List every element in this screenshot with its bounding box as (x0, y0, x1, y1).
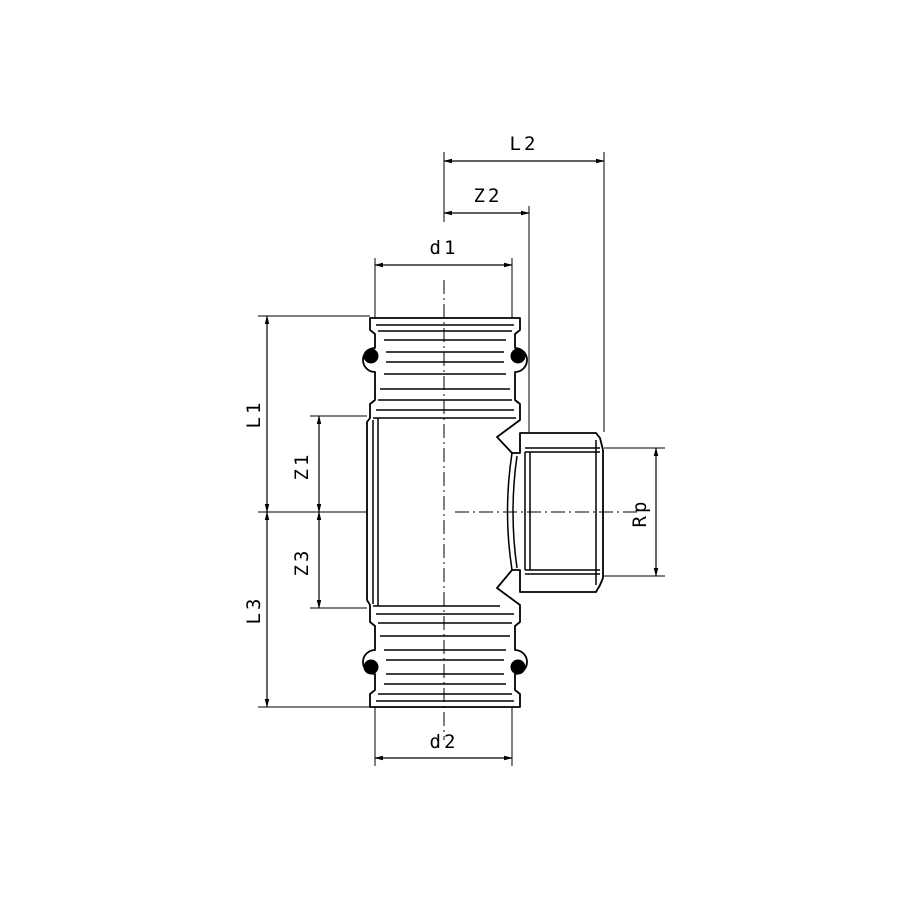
label-d1: d1 (430, 237, 459, 259)
o-ring-bottom-left (363, 659, 379, 675)
label-L2: L2 (510, 133, 539, 155)
label-L1: L1 (243, 400, 265, 429)
branch-socket (524, 440, 600, 585)
label-Z2: Z2 (474, 185, 503, 207)
label-Rp: Rp (629, 499, 651, 528)
dimension-labels: L2 Z2 d1 L1 Z1 Z3 L3 Rp d2 (243, 133, 651, 753)
center-lines (443, 280, 640, 740)
o-ring-top-left (363, 348, 379, 364)
top-socket-lines (373, 324, 516, 419)
label-Z3: Z3 (291, 548, 313, 577)
o-ring-top-right (510, 348, 526, 364)
label-L3: L3 (243, 596, 265, 625)
o-ring-bottom-right (510, 659, 526, 675)
inner-bore (372, 418, 518, 606)
label-d2: d2 (430, 731, 459, 753)
dimension-lines (264, 158, 659, 761)
bottom-socket-lines (373, 605, 514, 702)
o-rings (363, 348, 526, 675)
label-Z1: Z1 (291, 452, 313, 481)
